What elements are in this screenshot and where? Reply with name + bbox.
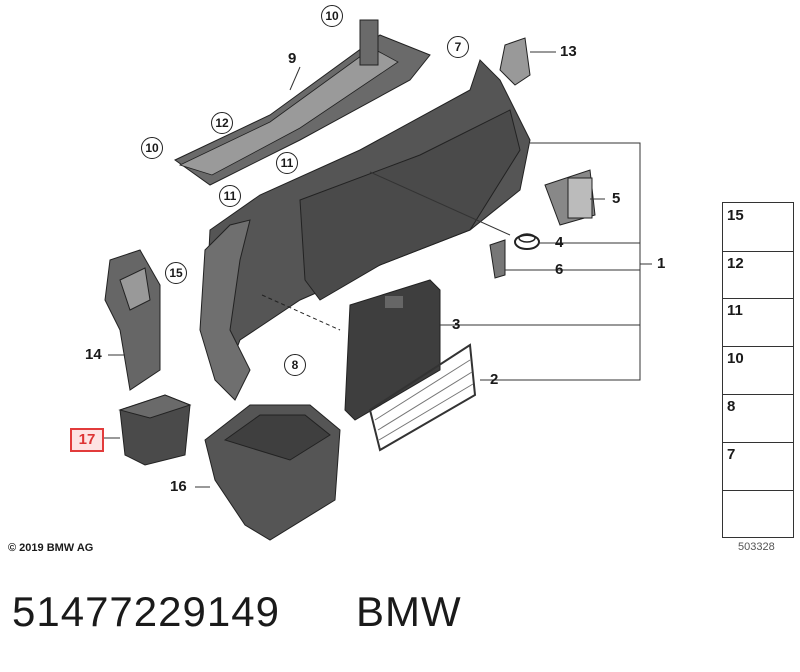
legend-cell-10: 10 [723,346,793,395]
bracket-part-14 [104,249,161,391]
spring-part-4 [514,233,540,250]
leader-lines [100,51,652,488]
circle-callout-15: 15 [165,262,187,284]
circle-callout-12: 12 [211,112,233,134]
circle-callout-10: 10 [141,137,163,159]
callout-14: 14 [85,346,102,363]
trim-strip-part-9 [174,19,431,186]
legend-cell-8: 8 [723,394,793,443]
callout-9: 9 [288,50,297,67]
callout-6: 6 [555,261,564,278]
legend-label: 15 [727,207,744,224]
side-panel-part-1 [199,59,531,401]
box-part-17 [118,394,192,466]
callout-1: 1 [657,255,666,272]
copyright: © 2019 BMW AG [8,542,94,554]
callout-2: 2 [490,371,499,388]
legend-label: 12 [727,255,744,272]
fastener-legend: 15 12 11 10 8 7 [722,202,794,538]
circle-callout-10: 10 [321,5,343,27]
callout-16: 16 [170,478,187,495]
bracket-part-13 [499,37,531,86]
legend-label: 8 [727,398,736,415]
legend-cell-11: 11 [723,298,793,347]
net-part-2 [368,343,477,452]
legend-label: 11 [727,302,743,319]
callout-4: 4 [555,234,564,251]
lamp-part-5 [544,169,596,226]
callout-13: 13 [560,43,577,60]
brand-name: BMW [356,588,462,635]
cover-part-3 [344,279,441,421]
legend-label: 10 [727,350,744,367]
diagram-reference: 503328 [738,541,775,553]
circle-callout-8: 8 [284,354,306,376]
circle-callout-7: 7 [447,36,469,58]
circle-callout-11: 11 [219,185,241,207]
callout-3: 3 [452,316,461,333]
tray-part-16 [204,404,341,541]
part-number: 51477229149 [12,588,280,635]
legend-label: 7 [727,446,736,463]
legend-cell-15: 15 [723,203,793,252]
legend-cell-12: 12 [723,251,793,299]
circle-callout-11: 11 [276,152,298,174]
highlighted-part-17: 17 [70,428,104,452]
legend-cell-7: 7 [723,442,793,491]
clip-part-6 [489,239,506,279]
callout-5: 5 [612,190,621,207]
